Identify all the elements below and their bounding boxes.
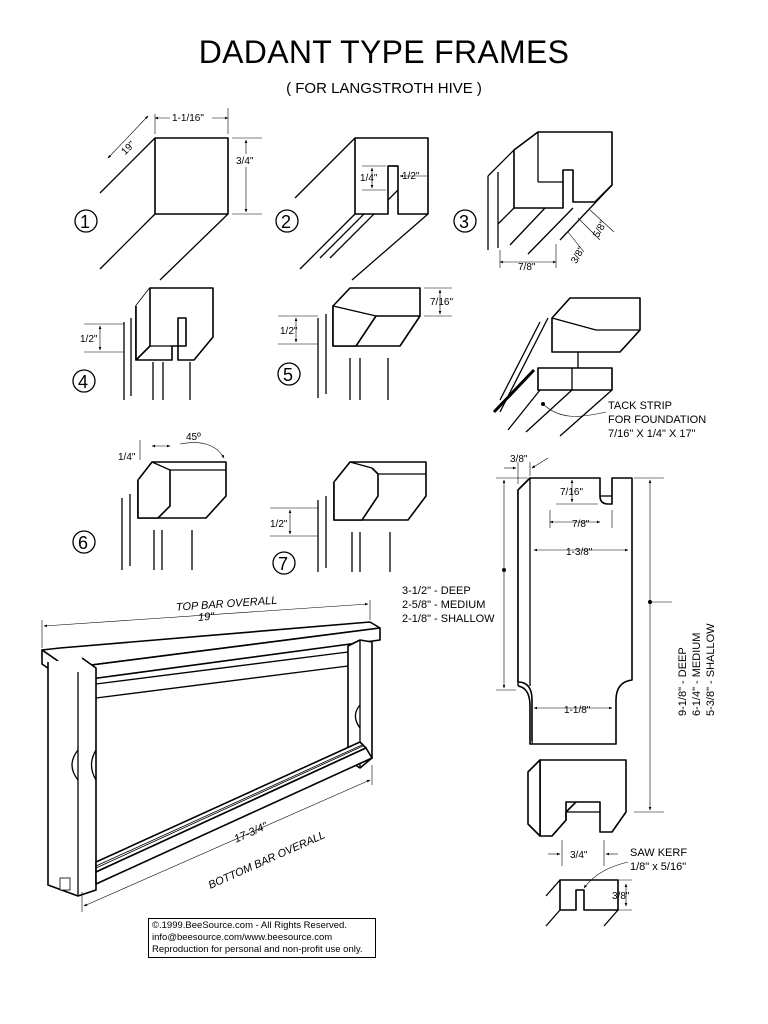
saw-kerf-size-label: 1/8" x 5/16": [630, 861, 686, 873]
copyright-box: ©.1999.BeeSource.com - All Rights Reserv…: [148, 918, 376, 958]
profile-4-drawing: [72, 287, 214, 400]
bottom-bar-length-label: 17-3/4": [232, 820, 270, 846]
end-bar-notch-depth-label: 7/16": [560, 487, 583, 498]
p2-groove-offset-label: 1/2": [402, 171, 420, 182]
p5-height-label: 1/2": [280, 326, 298, 337]
saw-kerf-label: SAW KERF: [630, 847, 687, 859]
end-bar-total-length-shallow: 5-3/8" - SHALLOW: [705, 623, 717, 716]
frame-assembly-drawing: [41, 600, 381, 912]
end-bar-total-length-medium: 6-1/4" - MEDIUM: [691, 633, 703, 716]
p3-dim-b-label: 5/8": [591, 219, 609, 240]
profile-1-number: 1: [80, 212, 90, 232]
top-bar-length-label: 19": [198, 611, 216, 624]
tack-strip-drawing: [492, 297, 641, 437]
p3-width-label: 7/8": [518, 262, 536, 273]
end-bar-notch-width-label: 7/8": [572, 519, 590, 530]
end-bar-upper-length-shallow: 2-1/8" - SHALLOW: [402, 613, 495, 625]
p1-height-label: 3/4": [236, 156, 254, 167]
profile-6-drawing: [72, 440, 227, 570]
copyright-line-2: info@beesource.com/www.beesource.com: [152, 932, 333, 943]
copyright-line-3: Reproduction for personal and non-profit…: [152, 944, 363, 955]
end-bar-upper-length-medium: 2-5/8" - MEDIUM: [402, 599, 485, 611]
profile-7-number: 7: [278, 554, 288, 574]
page-title: DADANT TYPE FRAMES: [198, 34, 570, 70]
profile-6-number: 6: [78, 533, 88, 553]
p7-height-label: 1/2": [270, 519, 288, 530]
bottom-bar-overall-label: BOTTOM BAR OVERALL: [207, 829, 327, 891]
tack-strip-line3: 7/16" X 1/4" X 17": [608, 428, 696, 440]
profile-5-drawing: [277, 287, 452, 400]
profile-1-drawing: [74, 108, 262, 281]
profile-4-number: 4: [78, 372, 88, 392]
bottom-bar-drawing: [527, 759, 632, 927]
p6-bevel-width-label: 1/4": [118, 452, 136, 463]
end-bar-upper-width-label: 1-3/8": [566, 547, 593, 558]
p4-height-label: 1/2": [80, 334, 98, 345]
end-bar-top-offset-label: 3/8": [510, 454, 528, 465]
profile-2-number: 2: [281, 212, 291, 232]
tack-strip-line2: FOR FOUNDATION: [608, 414, 706, 426]
p1-width-label: 1-1/16": [172, 113, 204, 124]
end-bar-upper-length-deep: 3-1/2" - DEEP: [402, 585, 471, 597]
p6-angle-label: 45º: [186, 432, 201, 443]
end-bar-drawing: [496, 457, 672, 813]
p1-length-label: 19": [120, 139, 138, 157]
p5-top-label: 7/16": [430, 297, 453, 308]
profile-3-number: 3: [459, 212, 469, 232]
bottom-bar-width-label: 3/4": [570, 850, 588, 861]
profile-7-drawing: [270, 461, 427, 575]
end-bar-total-length-deep: 9-1/8" - DEEP: [677, 647, 689, 716]
kerf-depth-label: 3/8": [612, 891, 630, 902]
profile-2-drawing: [275, 137, 429, 281]
profile-3-drawing: [453, 131, 615, 268]
p3-dim-a-label: 3/8": [569, 245, 587, 266]
tack-strip-line1: TACK STRIP: [608, 400, 672, 412]
copyright-line-1: ©.1999.BeeSource.com - All Rights Reserv…: [152, 920, 347, 931]
page-subtitle: ( FOR LANGSTROTH HIVE ): [286, 80, 482, 97]
end-bar-lower-width-label: 1-1/8": [564, 705, 591, 716]
profile-5-number: 5: [283, 365, 293, 385]
p2-groove-depth-label: 1/4": [360, 173, 378, 184]
